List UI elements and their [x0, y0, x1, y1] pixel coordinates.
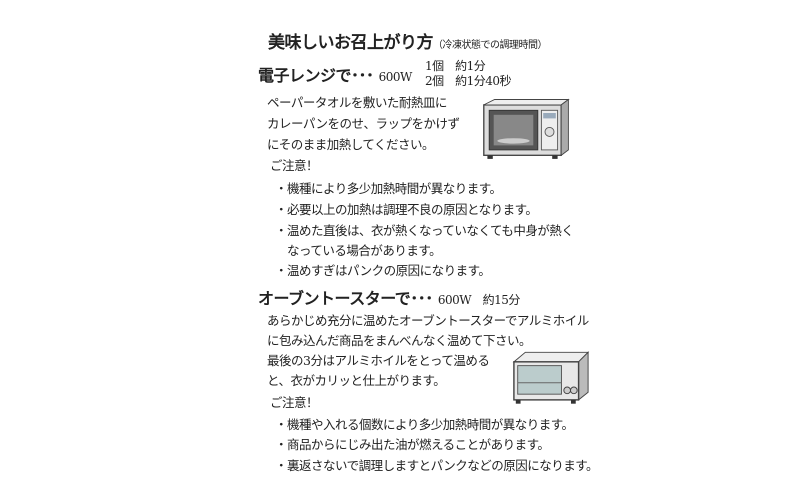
microwave-caution: ・温めすぎはパンクの原因になります。 — [275, 263, 491, 278]
microwave-caution: ・機種により多少加熱時間が異なります。 — [275, 181, 502, 196]
microwave-caution: ・温めた直後は、衣が熱くなっていなくても中身が熱く — [275, 223, 574, 238]
microwave-heading: 電子レンジで･･･ 600W — [258, 62, 412, 86]
microwave-caution: なっている場合があります。 — [275, 243, 442, 258]
microwave-heading-text: 電子レンジで･･･ — [258, 66, 374, 85]
microwave-instruction: にそのまま加熱してください。 — [267, 137, 435, 152]
title-text: 美味しいお召上がり方 — [268, 33, 434, 53]
microwave-caution: ・必要以上の加熱は調理不良の原因となります。 — [275, 202, 538, 217]
toaster-watt-time: 600W 約15分 — [437, 293, 521, 307]
toaster-caution: ・機種や入れる個数により多少加熱時間が異なります。 — [275, 417, 574, 432]
toaster-caution-label: ご注意！ — [270, 395, 319, 410]
microwave-time-1: 1個 約1分 — [425, 59, 486, 73]
subtitle: （冷凍状態での調理時間） — [433, 40, 548, 51]
microwave-illustration — [483, 98, 570, 159]
toaster-heading: オーブントースターで･･･ 600W 約15分 — [258, 285, 520, 309]
toaster-caution: ・商品からにじみ出た油が燃えることがあります。 — [275, 437, 550, 452]
toaster-caution: ・裏返さないで調理しますとパンクなどの原因になります。 — [275, 458, 599, 473]
microwave-time-2: 2個 約1分40秒 — [425, 74, 512, 88]
toaster-instruction: あらかじめ充分に温めたオーブントースターでアルミホイル — [267, 313, 589, 328]
toaster-illustration — [512, 351, 590, 404]
toaster-instruction: と、衣がカリッと仕上がります。 — [267, 373, 446, 388]
microwave-instruction: カレーパンをのせ、ラップをかけず — [267, 116, 460, 131]
toaster-instruction: 最後の3分はアルミホイルをとって温める — [267, 353, 490, 368]
toaster-instruction: に包み込んだ商品をまんべんなく温めて下さい。 — [267, 333, 532, 348]
toaster-heading-text: オーブントースターで･･･ — [258, 289, 433, 308]
microwave-instruction: ペーパータオルを敷いた耐熱皿に — [267, 95, 447, 110]
microwave-watt: 600W — [378, 70, 413, 84]
microwave-caution-label: ご注意！ — [270, 158, 319, 173]
page-title: 美味しいお召上がり方（冷凍状態での調理時間） — [268, 28, 548, 53]
